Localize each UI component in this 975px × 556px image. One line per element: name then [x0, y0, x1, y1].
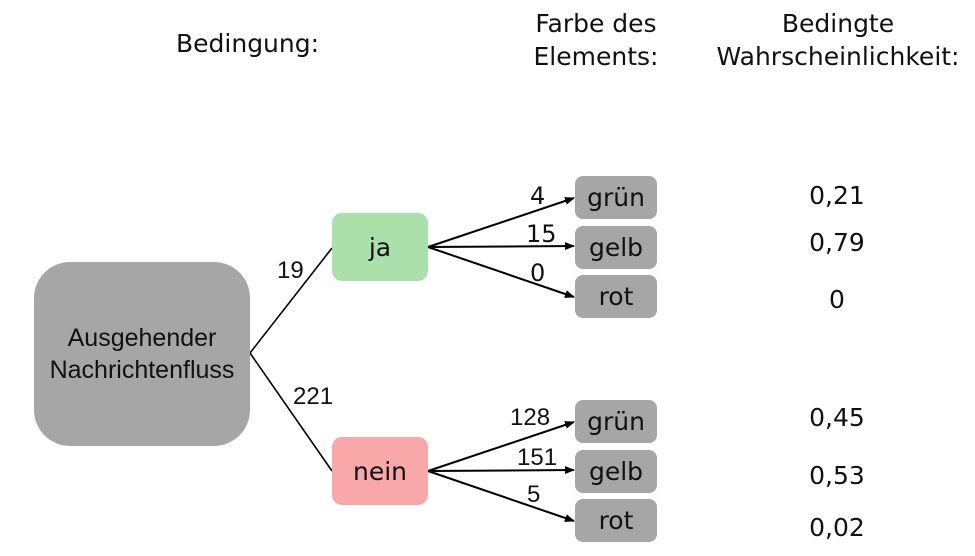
probability-ja-gruen: 0,21	[809, 181, 865, 210]
probability-nein-rot: 0,02	[809, 513, 865, 542]
probability-nein-gelb: 0,53	[809, 461, 865, 490]
leaf-nein-rot: rot	[575, 499, 657, 542]
header-condition: Bedingung:	[176, 29, 320, 58]
probability-nein-gruen: 0,45	[809, 403, 865, 432]
probability-ja-rot: 0	[829, 285, 845, 314]
leaf-nein-gelb: gelb	[575, 450, 657, 493]
header-element-color-line2: Elements:	[533, 42, 659, 71]
edge-ja-gruen	[427, 197, 575, 248]
root-node-line2: Nachrichtenfluss	[49, 356, 235, 384]
edge-count-nein-gelb: 151	[517, 444, 558, 471]
edge-root-ja	[249, 247, 333, 354]
edge-nein-rot	[427, 470, 575, 522]
header-probability-line1: Bedingte	[781, 9, 895, 38]
condition-node-nein: nein	[332, 437, 428, 505]
leaf-nein-gruen: grün	[575, 400, 657, 443]
edge-count-ja-rot: 0	[530, 259, 546, 287]
edge-root-nein	[249, 352, 333, 472]
root-node-line1: Ausgehender	[67, 324, 217, 352]
header-element-color: Farbe des Elements:	[520, 7, 672, 73]
leaf-ja-rot: rot	[575, 275, 657, 318]
branch-count-ja: 19	[277, 257, 304, 284]
probability-ja-gelb: 0,79	[809, 228, 865, 257]
header-probability-line2: Wahrscheinlichkeit:	[716, 42, 960, 71]
leaf-ja-gruen: grün	[575, 176, 657, 219]
condition-node-ja: ja	[332, 213, 428, 281]
header-conditional-probability: Bedingte Wahrscheinlichkeit:	[708, 7, 968, 73]
edge-count-ja-gelb: 15	[526, 220, 557, 248]
branch-count-nein: 221	[293, 383, 334, 410]
edge-count-nein-rot: 5	[527, 481, 541, 508]
edge-ja-rot	[427, 246, 575, 298]
root-node: Ausgehender Nachrichtenfluss	[34, 262, 250, 446]
edge-nein-gelb	[427, 466, 575, 475]
edge-count-nein-gruen: 128	[510, 404, 551, 431]
leaf-ja-gelb: gelb	[575, 226, 657, 269]
edge-ja-gelb	[427, 242, 575, 251]
edge-nein-gruen	[427, 421, 575, 472]
header-element-color-line1: Farbe des	[535, 9, 657, 38]
edge-count-ja-gruen: 4	[530, 182, 546, 210]
